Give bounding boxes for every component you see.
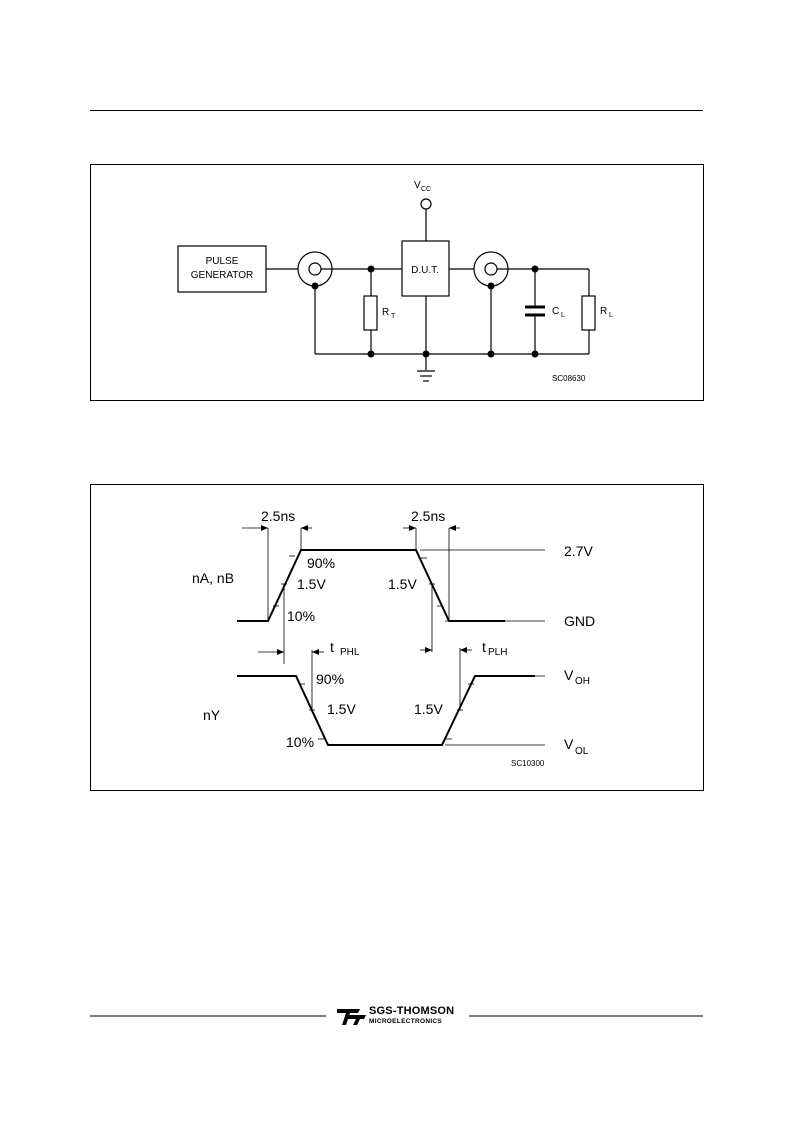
waveform-labels: 2.5ns 2.5ns nA, nB nY 90% 1.5V 10% 1.5V … xyxy=(192,508,595,768)
input-15-fall-label: 1.5V xyxy=(388,576,417,592)
output-15-fall-label: 1.5V xyxy=(327,701,356,717)
tplh-t: t xyxy=(482,639,486,655)
voh-sub: OH xyxy=(575,676,590,687)
pulse-generator-line2: GENERATOR xyxy=(191,270,253,281)
rt-sub: T xyxy=(391,313,396,320)
rl-resistor xyxy=(581,295,596,331)
cl-label: C xyxy=(552,306,559,317)
test-circuit-frame xyxy=(90,164,704,401)
output-90-label: 90% xyxy=(316,671,344,687)
tphl-t: t xyxy=(330,639,334,655)
tphl-sub: PHL xyxy=(340,647,360,658)
voh-v: V xyxy=(564,667,574,683)
output-label: nY xyxy=(203,707,221,723)
rl-sub: L xyxy=(609,312,613,319)
rl-label: R xyxy=(600,306,607,317)
rt-label: R xyxy=(382,307,389,318)
circuit-nodes xyxy=(311,265,539,358)
output-10-label: 10% xyxy=(286,734,314,750)
header-rule xyxy=(90,110,703,111)
brand-subtitle: MICROELECTRONICS xyxy=(369,1018,443,1025)
brand-name: SGS-THOMSON xyxy=(369,1005,455,1017)
input-15-rise-label: 1.5V xyxy=(297,576,326,592)
dut-label: D.U.T. xyxy=(411,265,439,276)
pulse-generator-line1: PULSE xyxy=(206,256,239,267)
circuit-figure-code: SC08630 xyxy=(552,374,586,383)
waveform-frame xyxy=(90,484,704,791)
vcc-label: V xyxy=(414,180,421,191)
output-15-rise-label: 1.5V xyxy=(414,701,443,717)
tplh-sub: PLH xyxy=(488,647,507,658)
high-level-label: 2.7V xyxy=(564,543,593,559)
input-90-label: 90% xyxy=(307,555,335,571)
waveform-figure-code: SC10300 xyxy=(511,759,545,768)
pulse-generator-box xyxy=(177,245,267,293)
input-label: nA, nB xyxy=(192,570,234,586)
vcc-sub: CC xyxy=(421,186,431,193)
st-logo-icon xyxy=(337,1009,366,1025)
vol-sub: OL xyxy=(575,746,589,757)
vol-v: V xyxy=(564,736,574,752)
vcc-terminal-icon xyxy=(420,198,432,210)
test-circuit xyxy=(177,198,596,382)
cl-sub: L xyxy=(561,312,565,319)
rise-time-label: 2.5ns xyxy=(261,508,295,524)
rt-resistor xyxy=(363,295,378,331)
fall-time-label: 2.5ns xyxy=(411,508,445,524)
circuit-labels: V CC PULSE GENERATOR D.U.T. R T C L R L … xyxy=(191,180,613,383)
input-waveform xyxy=(237,549,505,622)
output-waveform xyxy=(237,675,535,746)
waveform-diagram xyxy=(237,525,545,746)
footer xyxy=(90,1009,703,1025)
input-10-label: 10% xyxy=(287,608,315,624)
low-level-label: GND xyxy=(564,613,595,629)
